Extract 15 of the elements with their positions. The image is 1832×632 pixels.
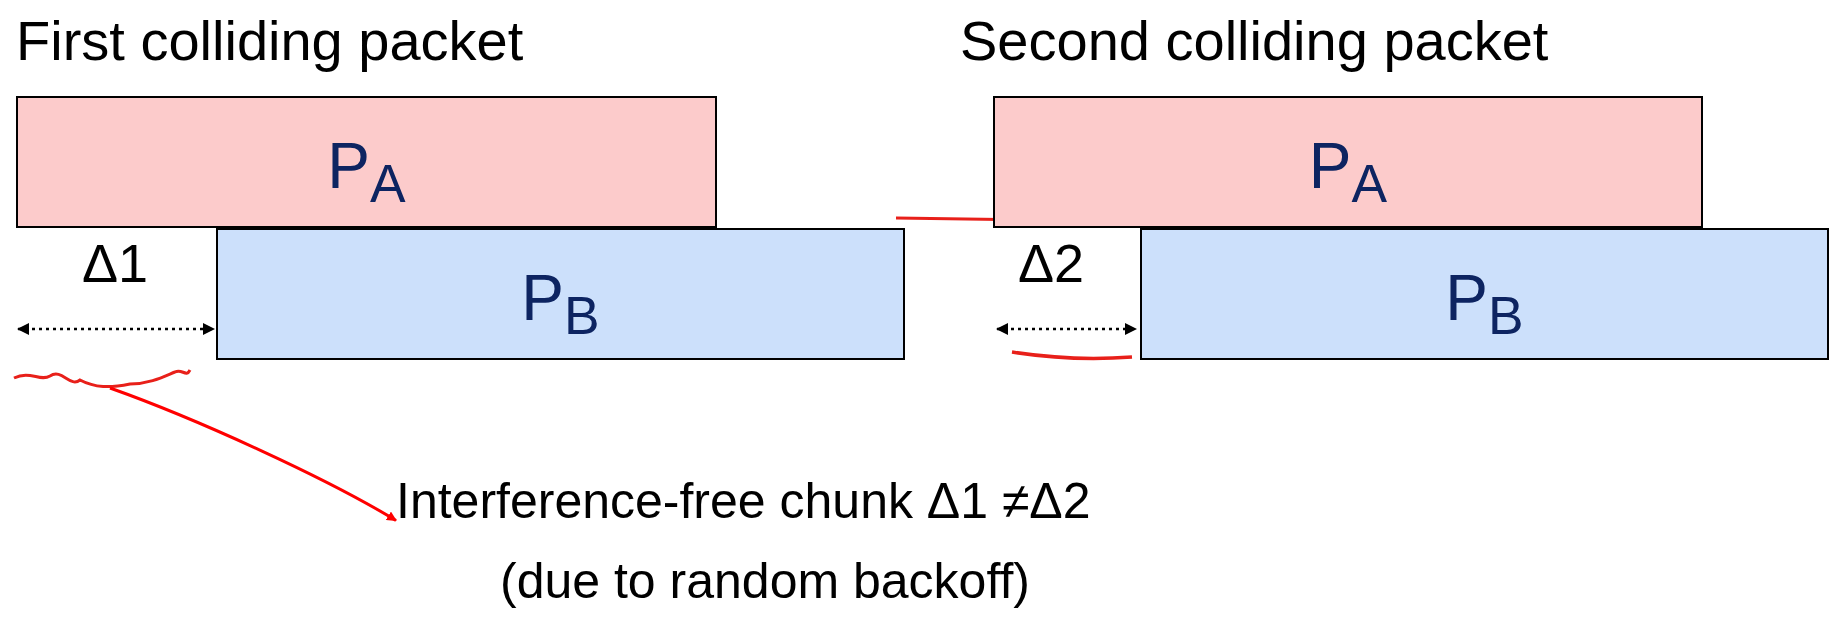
- packet-bar: [16, 96, 717, 228]
- packet-label: P$_{A}$: [327, 128, 406, 214]
- offset-label: Δ1: [82, 232, 149, 294]
- packet-title: Second colliding packet: [960, 8, 1549, 73]
- packet-label: P$_{A}$: [1308, 128, 1388, 214]
- arrow: [109, 386, 397, 522]
- offset-label: Δ2: [1018, 232, 1085, 294]
- annotation-text: (due to random backoff): [500, 552, 1030, 610]
- packet-title: First colliding packet: [16, 8, 524, 73]
- packet-label: P$_{B}$: [521, 260, 600, 346]
- packet-label: P$_{B}$: [1445, 260, 1524, 346]
- packet-bar: [1140, 228, 1829, 360]
- packet-bar: [993, 96, 1703, 228]
- packet-bar: [216, 228, 905, 360]
- annotation-text: Interference-free chunk Δ1 ≠Δ2: [396, 472, 1091, 530]
